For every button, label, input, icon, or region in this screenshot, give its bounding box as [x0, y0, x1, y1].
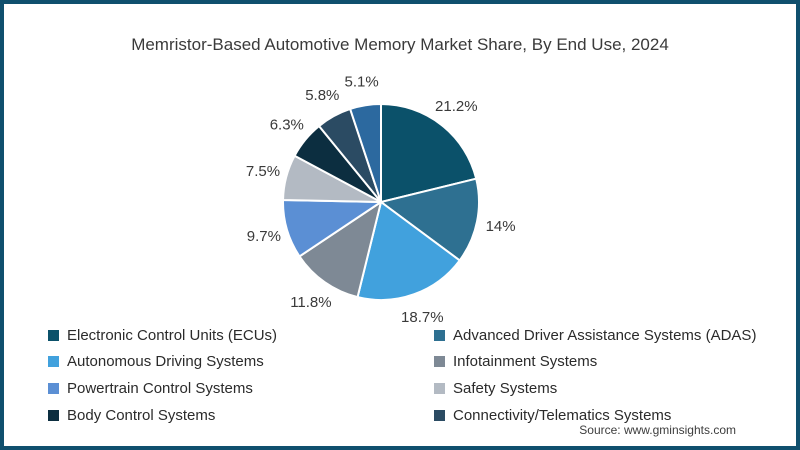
legend-label: Powertrain Control Systems [67, 379, 253, 397]
pie-value-label-4: 9.7% [247, 228, 281, 245]
legend-label: Electronic Control Units (ECUs) [67, 326, 278, 344]
legend-swatch-icon [434, 356, 445, 368]
legend-swatch-icon [434, 409, 445, 421]
legend-item-7: Connectivity/Telematics Systems [434, 407, 756, 424]
legend-item-5: Safety Systems [434, 380, 756, 397]
legend-swatch-icon [48, 356, 59, 368]
legend-label: Safety Systems [453, 379, 558, 397]
pie-value-label-3: 11.8% [290, 294, 331, 311]
legend-item-2: Autonomous Driving Systems [48, 353, 434, 370]
pie-value-label-1: 14% [486, 218, 516, 235]
pie-value-label-8: 5.1% [344, 74, 378, 91]
pie-chart: 21.2% 14% 18.7% 11.8% 9.7% 7.5% 6.3%5.8% 5.1% [246, 74, 516, 326]
pie-slice-3 [298, 201, 382, 299]
pie-value-label-5: 7.5% [246, 163, 280, 180]
legend-swatch-icon [48, 329, 59, 341]
pie-value-label-2: 18.7% [401, 309, 444, 326]
legend-label: Connectivity/Telematics Systems [453, 406, 672, 424]
legend-item-1: Advanced Driver Assistance Systems (ADAS… [434, 327, 756, 344]
legend-label: Advanced Driver Assistance Systems (ADAS… [453, 326, 757, 344]
legend-item-4: Powertrain Control Systems [48, 380, 434, 397]
legend-label: Body Control Systems [67, 406, 216, 424]
legend-label: Infotainment Systems [453, 353, 598, 371]
pie-value-label-0: 21.2% [435, 98, 478, 115]
pie-value-label-6: 6.3% [270, 116, 304, 133]
pie-slice-8 [349, 103, 382, 203]
legend-item-6: Body Control Systems [48, 407, 434, 424]
legend-item-3: Infotainment Systems [434, 353, 756, 370]
pie-slice-1 [380, 177, 480, 262]
pie-value-label-7: 5.8% [305, 87, 339, 104]
chart-title: Memristor-Based Automotive Memory Market… [131, 35, 669, 54]
legend-swatch-icon [434, 329, 445, 341]
legend-swatch-icon [48, 382, 59, 394]
legend-label: Autonomous Driving Systems [67, 353, 264, 371]
pie-slice-2 [356, 201, 461, 301]
pie-slice-0 [380, 103, 478, 203]
source-note: Source: www.gminsights.com [579, 423, 736, 437]
legend-swatch-icon [434, 382, 445, 394]
legend-item-0: Electronic Control Units (ECUs) [48, 327, 434, 344]
legend: Electronic Control Units (ECUs) Advanced … [48, 322, 756, 428]
legend-swatch-icon [48, 409, 59, 421]
